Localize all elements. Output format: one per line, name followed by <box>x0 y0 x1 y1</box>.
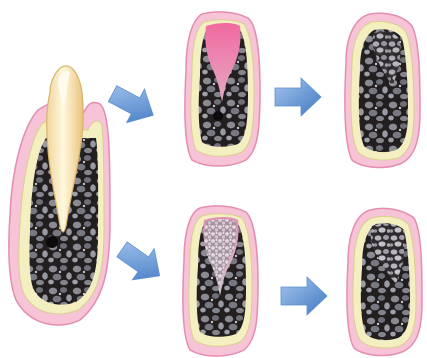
stage-healed-ridge <box>345 13 420 167</box>
stage-healed-ridge-with-graft <box>347 208 422 355</box>
bone-cavity <box>213 111 223 121</box>
arrow-icon <box>281 277 327 315</box>
arrow-icon <box>275 78 321 116</box>
stage-extraction-socket-blood-clot <box>185 12 260 166</box>
arrow-icon <box>111 234 170 292</box>
stage-socket-with-graft <box>183 206 258 356</box>
bone-cavity <box>46 236 58 248</box>
arrow-icon <box>104 77 162 132</box>
stage-tooth-in-socket <box>9 66 110 325</box>
